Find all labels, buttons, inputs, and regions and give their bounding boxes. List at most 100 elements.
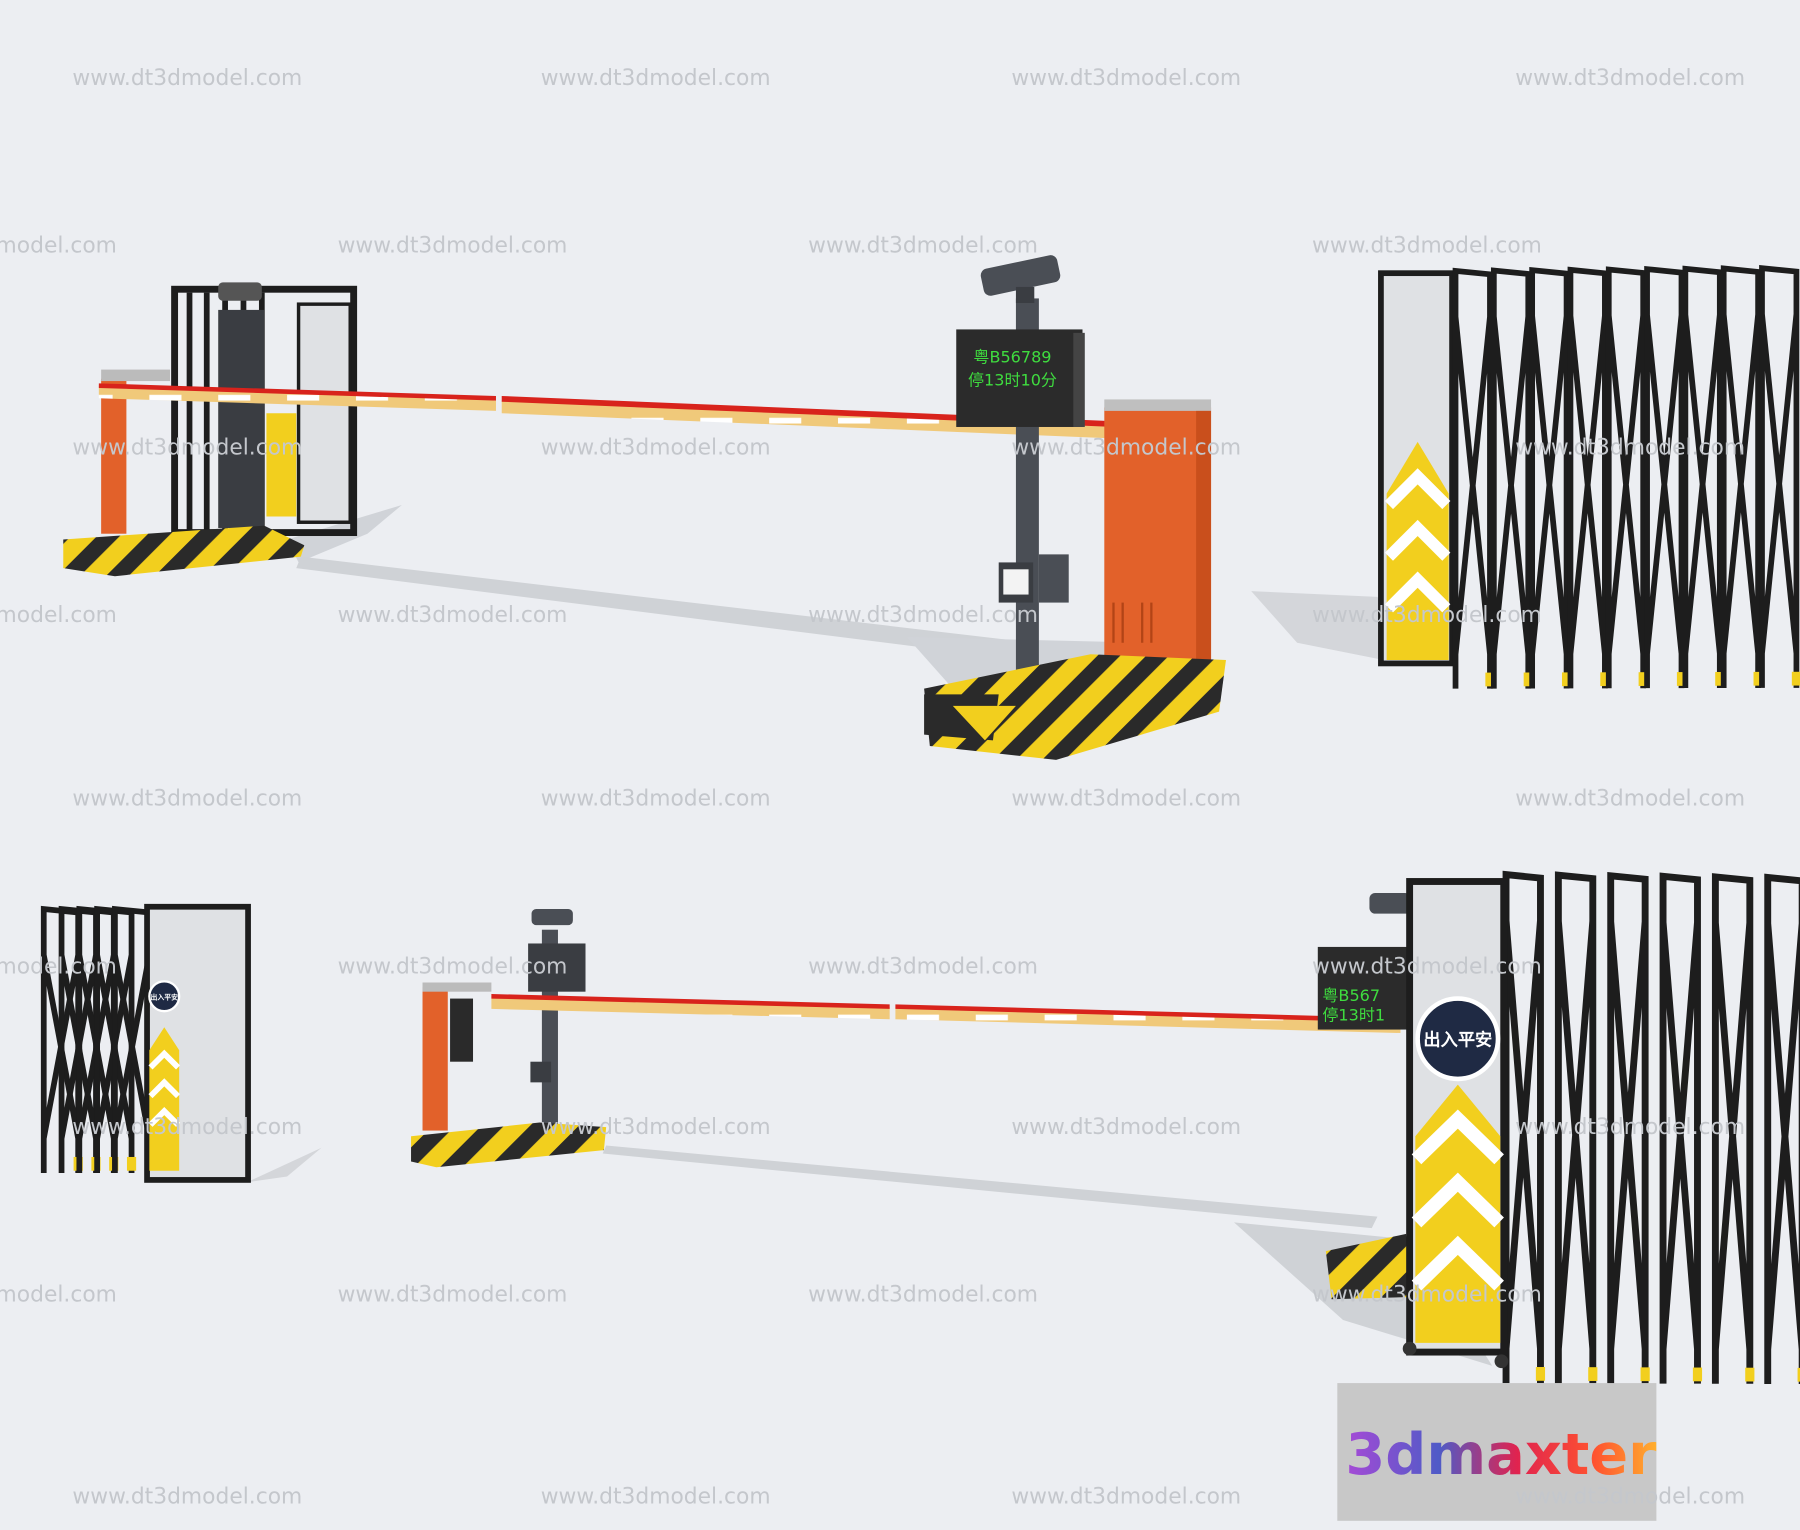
bottom-small-barrier xyxy=(411,909,1401,1229)
watermark-text: www.dt3dmodel.com xyxy=(1515,66,1745,91)
hazard-base xyxy=(63,525,305,577)
folding-gate-leaf xyxy=(1605,266,1647,689)
led-display-back xyxy=(528,943,586,992)
leaf-wheel xyxy=(1588,1367,1598,1381)
folding-gate-leaf xyxy=(1554,871,1597,1384)
watermark-text: www.dt3dmodel.com xyxy=(541,436,771,461)
camera-icon xyxy=(1369,892,1411,914)
watermark-text: www.dt3dmodel.com xyxy=(541,66,771,91)
watermark-text: model.com xyxy=(0,234,117,259)
folding-gate-leaf xyxy=(1644,265,1685,689)
leaf-wheel xyxy=(1523,672,1533,687)
watermark-text: www.dt3dmodel.com xyxy=(1515,436,1745,461)
display-plate-number: 粤B56789 xyxy=(973,348,1051,367)
watermark-text: www.dt3dmodel.com xyxy=(1312,954,1542,979)
leaf-wheel xyxy=(1692,1367,1703,1382)
top-right-folding-gate xyxy=(1251,264,1800,689)
watermark-text: www.dt3dmodel.com xyxy=(72,66,302,91)
leaf-wheel xyxy=(1535,1367,1546,1381)
watermark-text: www.dt3dmodel.com xyxy=(1312,603,1542,628)
bottom-right-folding-gate: 出入平安 粤B567 停13时1 xyxy=(1234,870,1800,1384)
folding-gate-leaf xyxy=(1529,267,1570,689)
gate-sign xyxy=(1415,996,1501,1082)
watermark-text: www.dt3dmodel.com xyxy=(338,603,568,628)
leaf-wheel xyxy=(1600,672,1610,687)
hazard-base xyxy=(924,654,1226,760)
leaf-wheel xyxy=(1797,1367,1800,1382)
barrier-cabinet xyxy=(101,378,127,534)
display-plate-number-partial: 粤B567 xyxy=(1322,986,1380,1005)
logo-box: 3dmaxter xyxy=(1337,1383,1657,1521)
leaf-wheel xyxy=(1485,672,1495,687)
watermark-text: www.dt3dmodel.com xyxy=(1515,1115,1745,1140)
led-display xyxy=(1317,946,1412,1030)
watermark-text: www.dt3dmodel.com xyxy=(72,787,302,812)
watermark-text: www.dt3dmodel.com xyxy=(808,603,1038,628)
watermark-text: www.dt3dmodel.com xyxy=(72,1485,302,1510)
top-center-barrier: 粤B56789 停13时10分 xyxy=(501,255,1226,760)
watermark-text: www.dt3dmodel.com xyxy=(808,1283,1038,1308)
watermark-text: www.dt3dmodel.com xyxy=(338,234,568,259)
watermark-text: www.dt3dmodel.com xyxy=(338,954,568,979)
watermark-text: www.dt3dmodel.com xyxy=(541,787,771,812)
watermark-text: www.dt3dmodel.com xyxy=(72,436,302,461)
watermark-text: www.dt3dmodel.com xyxy=(1011,787,1241,812)
watermark-text: model.com xyxy=(0,954,117,979)
folding-gate-leaf xyxy=(1659,872,1701,1384)
watermark-text: www.dt3dmodel.com xyxy=(1011,436,1241,461)
leaf-wheel xyxy=(1745,1367,1755,1382)
folding-gate-leaf xyxy=(1452,267,1493,689)
folding-gate-leaf xyxy=(1711,873,1754,1384)
top-left-barrier xyxy=(63,282,1034,660)
bottom-left-folding-gate: 出入平安 xyxy=(40,903,322,1183)
folding-gate-leaf xyxy=(1567,266,1608,689)
watermark-text: www.dt3dmodel.com xyxy=(1011,1485,1241,1510)
watermark-text: www.dt3dmodel.com xyxy=(1011,66,1241,91)
folding-gate-leaf xyxy=(1682,265,1723,689)
led-display xyxy=(956,329,1083,427)
gate-sign xyxy=(148,980,181,1013)
watermark-text: www.dt3dmodel.com xyxy=(1312,234,1542,259)
watermark-text: www.dt3dmodel.com xyxy=(1011,1115,1241,1140)
boom-arm xyxy=(491,996,890,1020)
display-parking-time-partial: 停13时1 xyxy=(1322,1005,1385,1024)
watermark-text: www.dt3dmodel.com xyxy=(1312,1283,1542,1308)
logo-3dmaxter: 3dmaxter xyxy=(1345,1421,1657,1488)
folding-gate-leaf xyxy=(1607,871,1649,1384)
watermark-text: www.dt3dmodel.com xyxy=(72,1115,302,1140)
watermark-text: www.dt3dmodel.com xyxy=(808,234,1038,259)
folding-gate-leaf xyxy=(1490,267,1532,689)
folding-gate-leaf xyxy=(1759,264,1800,688)
leaf-wheel xyxy=(1791,671,1800,686)
leaf-wheel xyxy=(1640,1367,1650,1382)
watermark-text: www.dt3dmodel.com xyxy=(338,1283,568,1308)
watermark-text: www.dt3dmodel.com xyxy=(541,1115,771,1140)
leaf-wheel xyxy=(1561,672,1572,687)
leaf-wheel xyxy=(1715,671,1725,686)
watermark-text: model.com xyxy=(0,1283,117,1308)
boom-arm xyxy=(895,1006,1401,1034)
gate-sign-text: 出入平安 xyxy=(1423,1030,1492,1051)
leaf-wheel xyxy=(1753,671,1763,686)
hazard-base xyxy=(411,1122,607,1168)
watermark-text: www.dt3dmodel.com xyxy=(1515,787,1745,812)
watermark-text: www.dt3dmodel.com xyxy=(541,1485,771,1510)
leaf-wheel xyxy=(1638,672,1648,686)
gate-sign-text-small: 出入平安 xyxy=(151,993,179,1002)
leaf-wheel xyxy=(1676,672,1687,686)
watermark-text: www.dt3dmodel.com xyxy=(808,954,1038,979)
display-parking-time: 停13时10分 xyxy=(968,371,1057,390)
leaf-wheel xyxy=(126,1156,137,1171)
watermark-layer: www.dt3dmodel.com www.dt3dmodel.com www.dt… xyxy=(0,66,1745,1510)
watermark-text: model.com xyxy=(0,603,117,628)
folding-gate-leaf xyxy=(1720,265,1761,688)
camera-icon xyxy=(531,909,573,926)
watermark-text: www.dt3dmodel.com xyxy=(1515,1485,1745,1510)
boom-arm xyxy=(98,385,496,411)
boom-arm xyxy=(501,398,1143,440)
camera-icon xyxy=(218,282,262,301)
barrier-cabinet xyxy=(422,987,448,1131)
hazard-base xyxy=(1325,1233,1412,1300)
